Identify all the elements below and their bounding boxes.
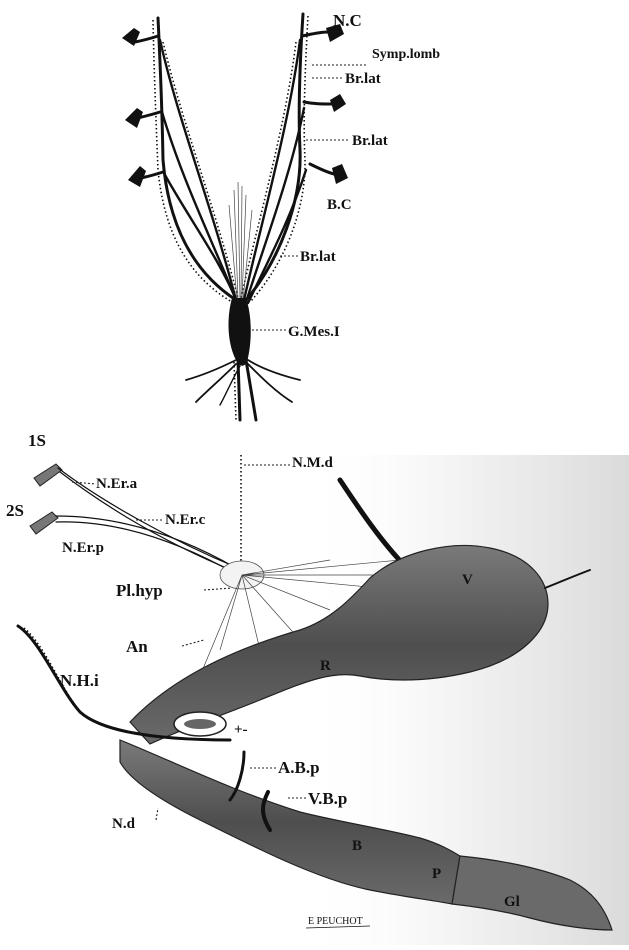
label-1s: 1S xyxy=(28,431,46,450)
left-ramus-1 xyxy=(135,36,158,42)
label-symp-lomb: Symp.lomb xyxy=(372,47,440,62)
right-ramus-3 xyxy=(310,164,334,174)
leader-pl-hyp xyxy=(204,588,232,590)
label-vbp: V.B.p xyxy=(308,789,347,808)
leader-nd xyxy=(156,808,158,820)
label-nmd: N.M.d xyxy=(292,455,333,471)
left-root-1 xyxy=(122,28,140,46)
ganglion-trunk-right xyxy=(246,360,256,420)
label-v: V xyxy=(462,572,473,588)
ganglion-branch xyxy=(220,366,240,405)
vessel-section-core xyxy=(184,719,216,729)
leader-an xyxy=(182,640,204,646)
sacral-root-2 xyxy=(30,512,58,534)
bottom-figure: 1S 2S N.Er.a N.Er.c N.Er.p N.M.d Pl.hyp … xyxy=(6,431,629,945)
label-p: P xyxy=(432,866,441,882)
ganglion-branch xyxy=(186,360,236,380)
label-abp: A.B.p xyxy=(278,758,320,777)
label-brlat-2: Br.lat xyxy=(352,133,388,149)
label-gmes: G.Mes.I xyxy=(288,324,340,340)
right-ramus-2 xyxy=(304,102,332,104)
central-fiber xyxy=(238,182,240,300)
right-ramus-1 xyxy=(302,32,328,36)
left-lateral-branch-2 xyxy=(162,112,236,300)
n-er-a-nerve-2 xyxy=(60,472,236,572)
label-nd: N.d xyxy=(112,816,136,832)
ganglion-branch xyxy=(248,360,300,380)
label-nc: N.C xyxy=(333,11,362,30)
label-plus-minus: +- xyxy=(234,722,248,738)
label-an: An xyxy=(126,637,148,656)
label-brlat-1: Br.lat xyxy=(345,71,381,87)
label-gl: Gl xyxy=(504,894,520,910)
central-fiber xyxy=(242,195,246,300)
label-pl-hyp: Pl.hyp xyxy=(116,581,163,600)
left-lateral-branch-1 xyxy=(160,40,236,300)
top-figure: N.C Symp.lomb Br.lat Br.lat B.C Br.lat G… xyxy=(122,11,440,420)
central-fiber xyxy=(241,186,242,300)
label-ner-p: N.Er.p xyxy=(62,540,104,556)
label-r: R xyxy=(320,658,331,674)
label-2s: 2S xyxy=(6,501,24,520)
label-nhi: N.H.i xyxy=(60,671,99,690)
label-ner-a: N.Er.a xyxy=(96,476,138,492)
ganglion-branch xyxy=(248,364,292,402)
engraver-signature: E PEUCHOT xyxy=(308,916,363,927)
label-b: B xyxy=(352,838,362,854)
left-lateral-dotted-1 xyxy=(163,42,238,298)
sacral-root-1 xyxy=(34,464,62,486)
label-brlat-3: Br.lat xyxy=(300,249,336,265)
inferior-mesenteric-ganglion xyxy=(229,298,251,366)
trunk-dotted xyxy=(234,362,236,420)
label-ner-c: N.Er.c xyxy=(165,512,206,528)
label-bc: B.C xyxy=(327,197,352,213)
